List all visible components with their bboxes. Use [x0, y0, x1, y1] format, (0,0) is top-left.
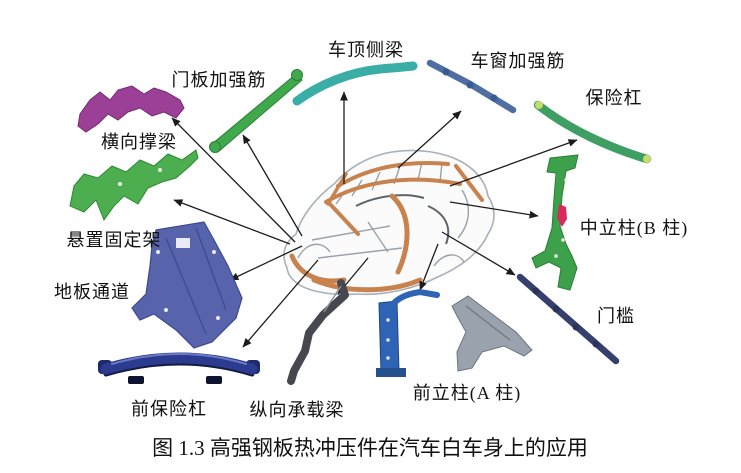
leader-arrows [171, 91, 578, 348]
arrow-to-rear-bumper [449, 139, 578, 187]
part-floor-tunnel [131, 221, 243, 349]
figure-caption: 图 1.3 高强钢板热冲压件在汽车白车身上的应用 [152, 436, 588, 460]
label-door-sill: 门槛 [597, 306, 635, 326]
label-transverse-beam: 横向撑梁 [101, 132, 177, 152]
part-longitudinal-beam [287, 279, 349, 385]
part-door-beam [209, 69, 303, 153]
label-roof-rail: 车顶侧梁 [328, 40, 404, 60]
part-door-sill [516, 273, 620, 365]
arrow-to-window-bar [397, 110, 462, 169]
arrow-to-a-pillar [419, 243, 439, 291]
part-a-pillar-inner [376, 288, 440, 377]
label-a-pillar: 前立柱(A 柱) [412, 383, 522, 403]
arrow-to-front-bumper [242, 259, 319, 348]
part-front-bumper [98, 352, 260, 384]
part-roof-rail [292, 61, 418, 106]
arrow-to-floor-tunnel [229, 245, 303, 281]
label-rear-bumper: 保险杠 [585, 88, 643, 108]
label-suspension-mount: 悬置固定架 [66, 230, 162, 250]
car-body-wireframe [283, 149, 495, 296]
arrow-to-door-sill [441, 231, 516, 276]
label-door-beam: 门板加强筋 [171, 70, 267, 90]
part-suspension-mount [69, 149, 199, 222]
part-rear-bumper [533, 100, 652, 164]
car-accent-members [289, 160, 484, 293]
arrow-to-suspension-mount [173, 199, 291, 245]
part-window-bar [426, 59, 517, 114]
label-b-pillar: 中立柱(B 柱) [579, 218, 689, 238]
label-front-bumper: 前保险杠 [131, 399, 207, 419]
arrow-to-b-pillar [449, 201, 539, 219]
part-transverse-beam [77, 85, 185, 133]
b-pillar-red-patch [557, 204, 567, 227]
part-a-pillar-outer [451, 295, 533, 372]
label-longitudinal-beam: 纵向承载梁 [249, 400, 345, 420]
part-b-pillar [531, 154, 579, 291]
arrow-to-door-beam [242, 134, 303, 237]
arrow-to-transverse-beam [171, 117, 296, 243]
label-floor-tunnel: 地板通道 [54, 282, 130, 302]
label-window-bar: 车窗加强筋 [470, 51, 566, 71]
